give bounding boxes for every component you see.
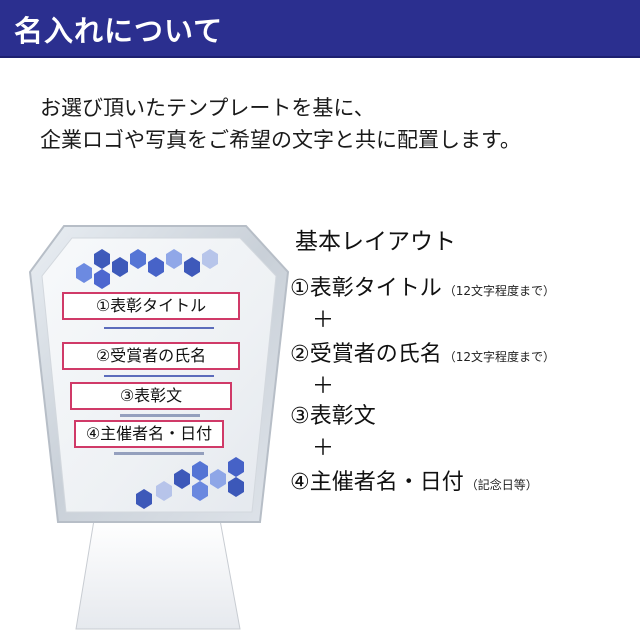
plus-sign: ＋	[312, 436, 335, 461]
layout-item-organizer: ④主催者名・日付（記念日等）	[290, 464, 538, 496]
intro-text: お選び頂いたテンプレートを基に、 企業ロゴや写真をご希望の文字と共に配置します。	[40, 92, 620, 156]
trophy-label-recipient: ②受賞者の氏名	[62, 342, 240, 370]
intro-line-2: 企業ロゴや写真をご希望の文字と共に配置します。	[40, 128, 521, 152]
header-banner: 名入れについて	[0, 0, 640, 58]
trophy-label-title: ①表彰タイトル	[62, 292, 240, 320]
trophy-illustration: ①表彰タイトル ②受賞者の氏名 ③表彰文 ④主催者名・日付	[24, 224, 294, 634]
layout-item-label: ①表彰タイトル	[290, 276, 442, 301]
intro-line-1: お選び頂いたテンプレートを基に、	[40, 96, 375, 120]
trophy-label-citation: ③表彰文	[70, 382, 232, 410]
plus-sign: ＋	[312, 308, 335, 333]
layout-item-note: （記念日等）	[465, 478, 538, 492]
layout-item-note: （12文字程度まで）	[443, 284, 556, 298]
layout-title: 基本レイアウト	[295, 229, 456, 255]
layout-item-label: ④主催者名・日付	[290, 470, 464, 495]
trophy-label-organizer: ④主催者名・日付	[74, 420, 224, 448]
plus-sign: ＋	[312, 374, 335, 399]
layout-item-title: ①表彰タイトル（12文字程度まで）	[290, 270, 555, 302]
layout-item-recipient: ②受賞者の氏名（12文字程度まで）	[290, 336, 555, 368]
layout-item-note: （12文字程度まで）	[443, 350, 556, 364]
page-title: 名入れについて	[14, 14, 224, 48]
layout-item-label: ②受賞者の氏名	[290, 342, 442, 367]
layout-item-citation: ③表彰文	[290, 398, 376, 430]
layout-item-label: ③表彰文	[290, 404, 376, 429]
